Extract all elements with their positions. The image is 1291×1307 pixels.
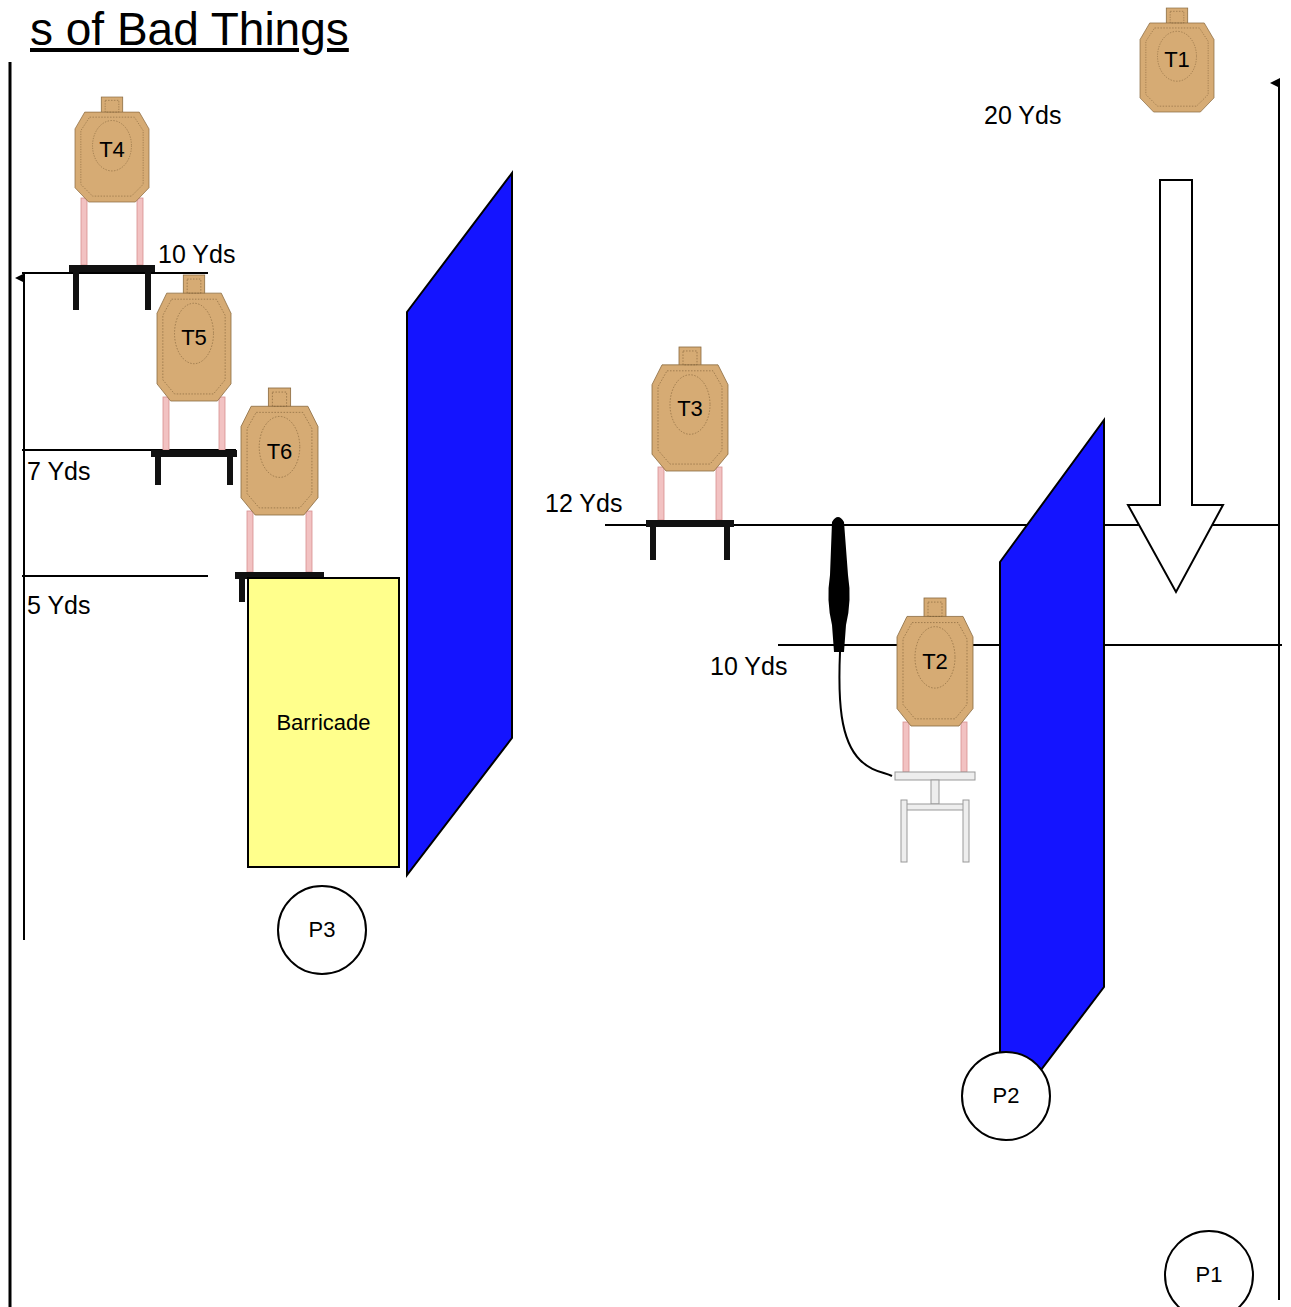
paper-target: T5 [157, 275, 231, 401]
target-stand [151, 397, 237, 485]
paper-target: T6 [241, 388, 318, 515]
distance-label: 5 Yds [25, 592, 92, 620]
shooting-position: P1 [1164, 1230, 1254, 1307]
distance-label: 7 Yds [25, 458, 92, 486]
distance-line [22, 575, 208, 577]
paper-target: T2 [897, 598, 973, 726]
node-label: Barricade [276, 710, 370, 736]
mover-arrow [1128, 180, 1223, 592]
barricade-box: Barricade [247, 577, 400, 868]
node-label: T3 [652, 398, 728, 420]
node-label: P2 [993, 1083, 1020, 1109]
distance-label: 10 Yds [156, 241, 237, 269]
distance-arrow [1278, 83, 1280, 1300]
shooting-position: P2 [961, 1051, 1051, 1141]
node-label: T4 [75, 139, 149, 161]
wall-panel [407, 173, 512, 875]
frame-line [9, 62, 12, 1307]
node-label: P1 [1196, 1262, 1223, 1288]
target-stand [895, 722, 975, 862]
stage-title: s of Bad Things [30, 2, 349, 56]
distance-label: 10 Yds [708, 653, 789, 681]
activator-cable [839, 652, 892, 776]
distance-line [22, 272, 208, 274]
node-label: T5 [157, 327, 231, 349]
target-stand [69, 198, 155, 310]
node-label: T6 [241, 441, 318, 463]
node-label: P3 [309, 917, 336, 943]
shooting-position: P3 [277, 885, 367, 975]
paper-target: T1 [1140, 8, 1214, 112]
wall-panel [1000, 420, 1104, 1124]
node-label: T1 [1140, 49, 1214, 71]
activator [828, 517, 849, 652]
distance-label: 12 Yds [543, 490, 624, 518]
paper-target: T4 [75, 97, 149, 202]
distance-label: 20 Yds [982, 102, 1063, 130]
node-label: T2 [897, 651, 973, 673]
paper-target: T3 [652, 347, 728, 471]
target-stand [646, 467, 734, 560]
